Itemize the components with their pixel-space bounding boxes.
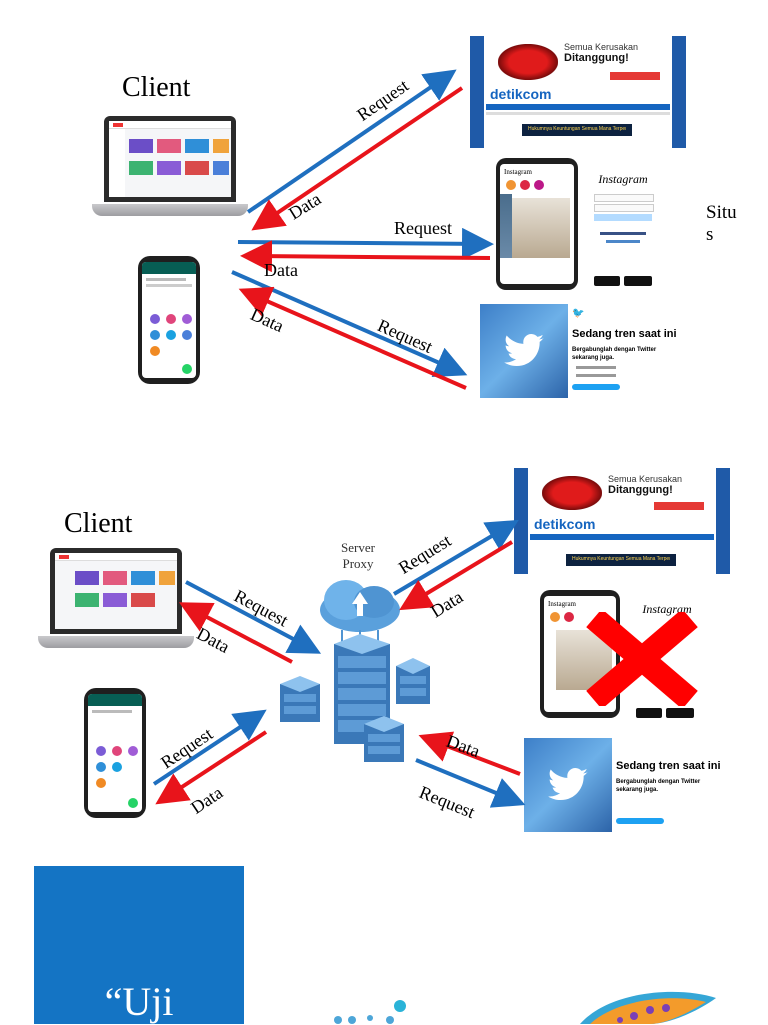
detik-site-top: Semua Kerusakan Ditanggung! detikcom Huk…	[470, 36, 686, 148]
bottom-request-arrow-laptop	[185, 580, 322, 654]
bottom-laptop	[38, 548, 194, 652]
top-data-arrow-3	[238, 286, 467, 390]
twitter-site-bottom: Sedang tren saat ini Bergabunglah dengan…	[524, 738, 724, 832]
detik-logo: detikcom	[490, 86, 552, 102]
bottom-data-arrow-laptop	[178, 602, 293, 664]
twitter-bottom-sub: Bergabunglah dengan Twitter sekarang jug…	[616, 779, 701, 793]
bottom-arrows	[152, 519, 526, 808]
server-right	[396, 658, 430, 704]
sites-label-line1: Situ	[706, 202, 737, 223]
bottom-data-arrow-twitter	[418, 731, 521, 776]
laptop-screen-content	[109, 121, 231, 197]
twitter-site-top: 🐦 Sedang tren saat ini Bergabunglah deng…	[480, 304, 680, 398]
server-left	[280, 676, 320, 722]
detik-ad-line1: Semua Kerusakan	[564, 42, 639, 52]
quote-text: “Uji	[104, 979, 174, 1024]
detik-ad-line2: Ditanggung!	[564, 52, 629, 64]
detik-bottom-ad-line2: Ditanggung!	[608, 484, 673, 496]
proxy-label-line2: Proxy	[342, 556, 374, 571]
bottom-data-arrow-phone	[155, 730, 268, 805]
server-proxy-icon	[280, 580, 430, 762]
twitter-bottom-headline: Sedang tren saat ini	[616, 760, 721, 772]
top-phone	[138, 256, 200, 384]
top-arrows	[231, 69, 494, 390]
sites-label-line2: s	[706, 224, 714, 245]
bottom-client-label: Client	[64, 508, 133, 539]
detik-site-bottom: Semua Kerusakan Ditanggung! detikcom Huk…	[514, 468, 730, 574]
detik-banner: Hukumnya Keuntungan Semua Mana Terpercay…	[528, 126, 626, 132]
proxy-label: Server Proxy	[330, 540, 386, 572]
detik-bottom-ad-line1: Semua Kerusakan	[608, 474, 683, 484]
cloud-icon	[320, 580, 400, 644]
top-request-arrow-2	[237, 227, 494, 260]
twitter-bird-icon	[502, 334, 546, 370]
detik-bottom-logo: detikcom	[534, 516, 596, 532]
twitter-bottom-bird-icon	[546, 768, 590, 804]
instagram-logo: Instagram	[598, 172, 648, 186]
top-request-arrow-1	[246, 69, 457, 214]
bottom-phone	[84, 688, 146, 818]
top-data2-label: Data	[264, 260, 298, 280]
top-laptop	[92, 116, 248, 220]
twitter-headline: Sedang tren saat ini	[572, 328, 677, 340]
sites-label: Situ s	[706, 202, 737, 246]
top-client-label: Client	[122, 72, 191, 103]
instagram-site-top: Instagram Instagram	[496, 158, 666, 292]
server-bottom	[364, 716, 404, 762]
decorative-dots-graphic	[334, 1000, 410, 1024]
blocked-x-icon	[586, 612, 698, 706]
decorative-leaf-graphic	[580, 991, 716, 1024]
bottom-data-arrow-detik	[399, 540, 514, 611]
phone-screen-content	[142, 262, 196, 378]
top-req2-label: Request	[394, 218, 452, 238]
server-tower	[334, 634, 390, 744]
bottom-request-arrow-phone	[152, 709, 267, 786]
twitter-sub: Bergabunglah dengan Twitter sekarang jug…	[572, 347, 657, 361]
top-data-arrow-1	[251, 86, 464, 231]
top-data-arrow-2	[240, 240, 491, 273]
proxy-label-line1: Server	[341, 540, 375, 555]
detik-bottom-banner: Hukumnya Keuntungan Semua Mana Terpercay…	[572, 556, 670, 562]
bottom-request-arrow-twitter	[415, 758, 526, 808]
quote-card: “Uji	[34, 866, 244, 1024]
